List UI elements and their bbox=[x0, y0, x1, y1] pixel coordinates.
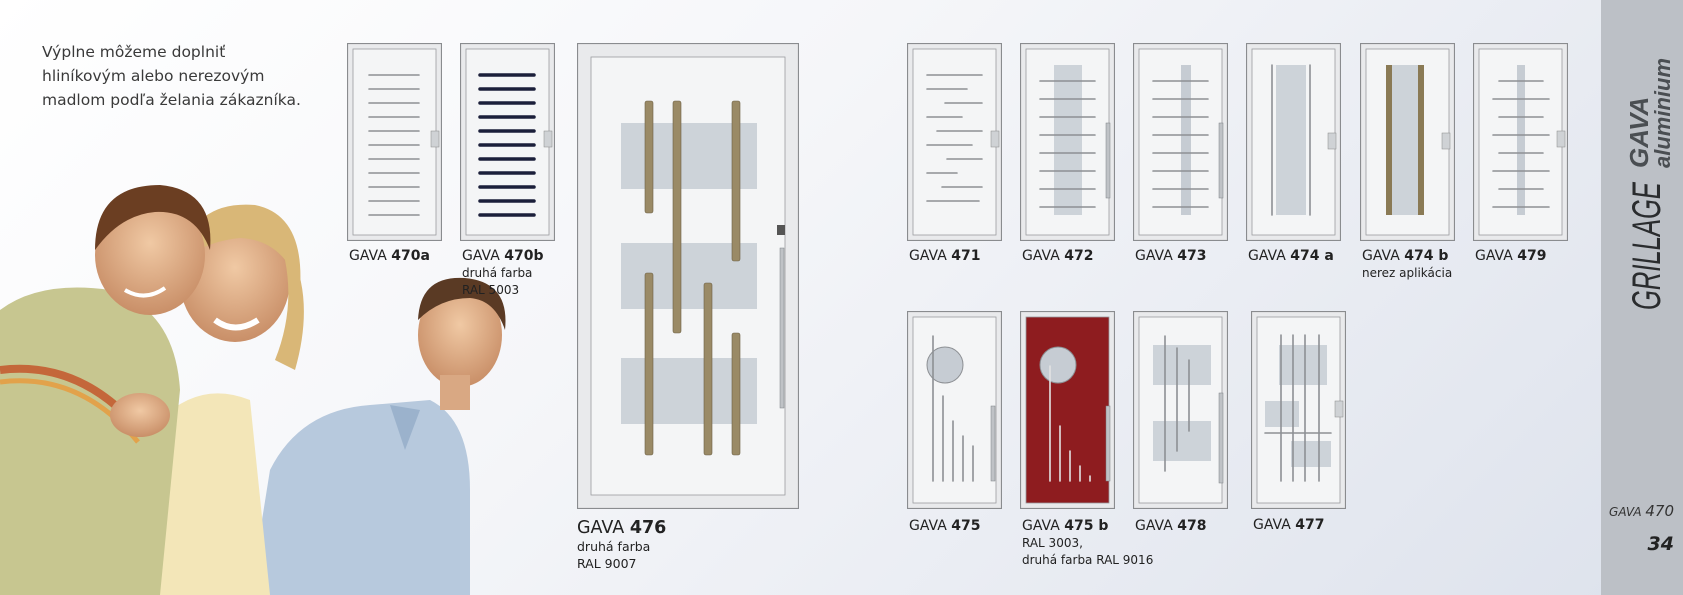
caption-prefix: GAVA bbox=[1022, 248, 1065, 264]
door-illustration bbox=[1360, 43, 1455, 241]
door-caption-474b: GAVA 474 b nerez aplikácia bbox=[1362, 248, 1452, 282]
door-illustration bbox=[1133, 311, 1228, 509]
caption-model: 475 bbox=[951, 518, 981, 534]
door-illustration bbox=[1473, 43, 1568, 241]
caption-model: 475 b bbox=[1064, 518, 1109, 534]
caption-prefix: GAVA bbox=[909, 248, 952, 264]
door-caption-472: GAVA 472 bbox=[1022, 248, 1093, 265]
caption-note: RAL 3003, bbox=[1022, 536, 1083, 550]
caption-prefix: GAVA bbox=[909, 518, 952, 534]
door-476 bbox=[577, 43, 799, 509]
caption-prefix: GAVA bbox=[1022, 518, 1065, 534]
caption-note: nerez aplikácia bbox=[1362, 266, 1453, 280]
intro-text: Výplne môžeme doplniť hliníkovým alebo n… bbox=[42, 43, 301, 109]
door-illustration bbox=[1020, 43, 1115, 241]
door-478 bbox=[1133, 311, 1228, 509]
caption-model: 476 bbox=[629, 518, 667, 538]
man-figure bbox=[250, 277, 506, 595]
caption-model: 474 a bbox=[1290, 248, 1334, 264]
caption-model: 479 bbox=[1517, 248, 1547, 264]
door-illustration bbox=[907, 43, 1002, 241]
caption-prefix: GAVA bbox=[1135, 248, 1178, 264]
door-illustration bbox=[577, 43, 799, 509]
door-caption-479: GAVA 479 bbox=[1475, 248, 1546, 265]
caption-prefix: GAVA bbox=[1253, 517, 1296, 533]
door-477 bbox=[1251, 311, 1346, 509]
caption-model: 471 bbox=[951, 248, 981, 264]
door-470a bbox=[347, 43, 442, 241]
door-caption-478: GAVA 478 bbox=[1135, 518, 1206, 535]
door-475b bbox=[1020, 311, 1115, 509]
caption-prefix: GAVA bbox=[462, 248, 505, 264]
door-illustration bbox=[1251, 311, 1346, 509]
caption-model: 473 bbox=[1177, 248, 1207, 264]
family-photo bbox=[0, 185, 506, 595]
door-illustration bbox=[347, 43, 442, 241]
woman-figure bbox=[150, 204, 304, 595]
door-illustration bbox=[907, 311, 1002, 509]
caption-note: druhá farba RAL 9016 bbox=[1022, 553, 1154, 567]
door-473 bbox=[1133, 43, 1228, 241]
door-caption-470a: GAVA 470a bbox=[349, 248, 430, 265]
caption-prefix: GAVA bbox=[577, 518, 630, 538]
sidebar-band bbox=[1601, 0, 1683, 595]
door-474b bbox=[1360, 43, 1455, 241]
door-caption-475b: GAVA 475 b RAL 3003, druhá farba RAL 9016 bbox=[1022, 518, 1153, 569]
brand-logo: GAVA aluminium bbox=[1624, 58, 1675, 168]
caption-note: druhá farba bbox=[577, 539, 651, 554]
caption-prefix: GAVA bbox=[1135, 518, 1178, 534]
boy-figure bbox=[0, 185, 211, 595]
caption-prefix: GAVA bbox=[1475, 248, 1518, 264]
caption-note: druhá farba bbox=[462, 266, 533, 280]
caption-prefix: GAVA bbox=[349, 248, 392, 264]
door-caption-474a: GAVA 474 a bbox=[1248, 248, 1334, 265]
door-illustration bbox=[460, 43, 555, 241]
door-471 bbox=[907, 43, 1002, 241]
footer-model: GAVA 470 bbox=[1609, 502, 1674, 520]
svg-text:GRILLAGE: GRILLAGE bbox=[1625, 181, 1669, 310]
door-475 bbox=[907, 311, 1002, 509]
section-title: GRILLAGE bbox=[1625, 181, 1669, 310]
door-caption-473: GAVA 473 bbox=[1135, 248, 1206, 265]
door-illustration bbox=[1246, 43, 1341, 241]
door-479 bbox=[1473, 43, 1568, 241]
door-474a bbox=[1246, 43, 1341, 241]
caption-note: RAL 5003 bbox=[462, 283, 520, 297]
caption-model: 478 bbox=[1177, 518, 1207, 534]
caption-prefix: GAVA bbox=[1248, 248, 1291, 264]
caption-model: 470a bbox=[391, 248, 430, 264]
brand-line1: GAVA bbox=[1624, 97, 1654, 168]
caption-model: 470b bbox=[504, 248, 544, 264]
door-caption-475: GAVA 475 bbox=[909, 518, 980, 535]
brand-line2: aluminium bbox=[1650, 58, 1675, 168]
caption-model: 472 bbox=[1064, 248, 1094, 264]
door-caption-477: GAVA 477 bbox=[1253, 517, 1324, 534]
caption-model: 477 bbox=[1295, 517, 1325, 533]
door-illustration bbox=[1020, 311, 1115, 509]
door-470b bbox=[460, 43, 555, 241]
caption-model: 474 b bbox=[1404, 248, 1449, 264]
caption-prefix: GAVA bbox=[1362, 248, 1405, 264]
page-number: 34 bbox=[1647, 533, 1674, 555]
door-illustration bbox=[1133, 43, 1228, 241]
door-472 bbox=[1020, 43, 1115, 241]
door-caption-471: GAVA 471 bbox=[909, 248, 980, 265]
caption-note: RAL 9007 bbox=[577, 556, 637, 571]
